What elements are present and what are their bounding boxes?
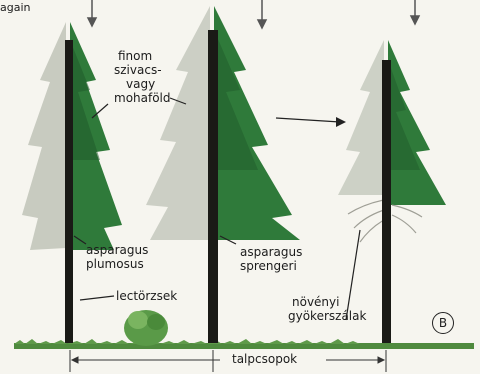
label-asparagus-sprengeri-1: asparagus xyxy=(240,246,302,258)
shrub xyxy=(124,310,168,346)
label-asparagus-sprengeri-2: sprengeri xyxy=(240,260,297,272)
arrowhead-right xyxy=(336,117,346,127)
figure-badge: B xyxy=(432,312,454,334)
label-szivacs: szivacs- xyxy=(114,64,162,76)
label-mohafold: mohaföld xyxy=(114,92,171,104)
label-vagy: vagy xyxy=(126,78,155,90)
label-talpcsopok: talpcsopok xyxy=(228,353,301,365)
ground xyxy=(14,339,474,349)
label-asparagus-plumosus-2: plumosus xyxy=(86,258,144,270)
right-tree xyxy=(338,40,446,343)
left-tree xyxy=(22,22,122,343)
label-asparagus-plumosus-1: asparagus xyxy=(86,244,148,256)
label-gyoker-1: növényi xyxy=(292,296,339,308)
label-finom: finom xyxy=(118,50,152,62)
label-gyoker-2: gyökerszálak xyxy=(288,310,366,322)
top-left-fragment: again xyxy=(0,2,31,13)
label-lectorzsek: lectörzsek xyxy=(116,290,177,302)
top-arrows xyxy=(88,0,419,28)
